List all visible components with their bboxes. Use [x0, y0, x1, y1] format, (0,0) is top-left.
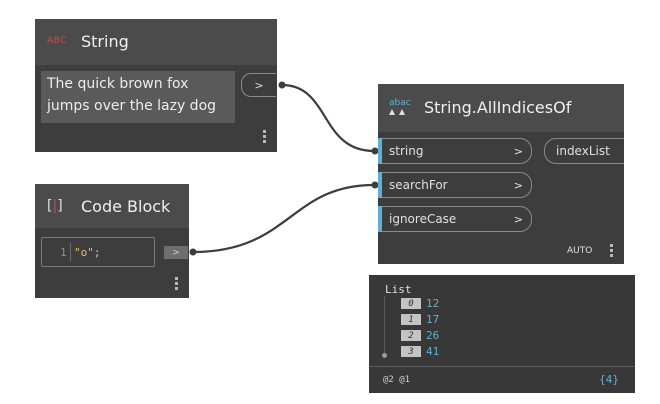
string-value-input[interactable]: The quick brown fox jumps over the lazy … [41, 71, 235, 123]
input-port-ignorecase[interactable]: ignoreCase > [378, 206, 532, 232]
output-arrow: > [254, 78, 264, 92]
list-value: 17 [426, 313, 440, 326]
chevron-right-icon: > [513, 212, 523, 226]
chevron-right-icon: > [513, 144, 523, 158]
list-item: 0 12 [401, 297, 439, 310]
port-label: string [389, 144, 424, 158]
list-item: 1 17 [401, 313, 439, 326]
output-port-indexlist[interactable]: indexList [544, 138, 624, 164]
lacing-indicator[interactable]: AUTO [567, 246, 593, 256]
port-label: indexList [556, 144, 610, 158]
list-levels[interactable]: @2 @1 [383, 375, 411, 385]
wire-end-code-output [189, 248, 197, 256]
code-text[interactable]: "o"; [74, 246, 101, 259]
list-index: 1 [401, 314, 421, 325]
node-menu-icon[interactable] [175, 277, 179, 292]
code-block-node[interactable]: [|] Code Block 1 "o"; > [35, 184, 189, 298]
node-title: String.AllIndicesOf [424, 98, 572, 117]
list-tree-line [384, 296, 385, 354]
string-value-line-1: The quick brown fox [47, 76, 189, 92]
wire-string-to-string-input[interactable] [281, 83, 375, 153]
watch-preview[interactable]: List 0 12 1 17 2 26 3 41 @2 @1 {4} [369, 275, 635, 393]
string-output-port[interactable]: > [241, 73, 276, 97]
wire-code-to-searchfor-input[interactable] [192, 183, 375, 254]
port-accent [378, 138, 382, 164]
list-index: 3 [401, 346, 421, 357]
abc-icon: ABC [47, 36, 67, 46]
input-port-searchfor[interactable]: searchFor > [378, 172, 532, 198]
node-title: Code Block [81, 197, 171, 216]
list-value: 26 [426, 329, 440, 342]
list-value: 12 [426, 297, 440, 310]
gutter-divider [70, 243, 71, 261]
code-block-header[interactable]: [|] Code Block [35, 184, 189, 228]
icon-text: abac [389, 98, 411, 108]
triangle-markers-icon [389, 109, 405, 115]
node-menu-icon[interactable] [263, 130, 267, 145]
node-title: String [81, 32, 129, 51]
wire-end-string-output [278, 81, 286, 89]
line-number: 1 [60, 246, 67, 259]
list-item: 3 41 [401, 345, 439, 358]
preview-divider [369, 366, 635, 367]
string-node[interactable]: ABC String The quick brown fox jumps ove… [35, 19, 277, 152]
chevron-right-icon: > [513, 178, 523, 192]
input-port-string[interactable]: string > [378, 138, 532, 164]
port-accent [378, 172, 382, 198]
output-arrow: > [172, 247, 180, 258]
list-index: 0 [401, 298, 421, 309]
port-label: searchFor [389, 178, 448, 192]
string-node-header[interactable]: ABC String [35, 19, 277, 65]
all-indices-of-header[interactable]: abac String.AllIndicesOf [378, 84, 624, 132]
port-accent [378, 206, 382, 232]
preview-title: List [385, 283, 412, 296]
code-editor[interactable]: 1 "o"; [41, 237, 155, 267]
node-menu-icon[interactable] [610, 244, 614, 259]
list-item: 2 26 [401, 329, 439, 342]
code-output-port[interactable]: > [164, 246, 188, 259]
string-function-icon: abac [389, 98, 411, 118]
port-label: ignoreCase [389, 212, 457, 226]
list-index: 2 [401, 330, 421, 341]
all-indices-of-node[interactable]: abac String.AllIndicesOf string > search… [378, 84, 624, 264]
item-count: {4} [599, 373, 619, 386]
code-block-icon: [|] [47, 198, 63, 214]
list-tree-end-dot [382, 353, 387, 358]
string-value-line-2: jumps over the lazy dog [47, 98, 217, 114]
list-value: 41 [426, 345, 440, 358]
